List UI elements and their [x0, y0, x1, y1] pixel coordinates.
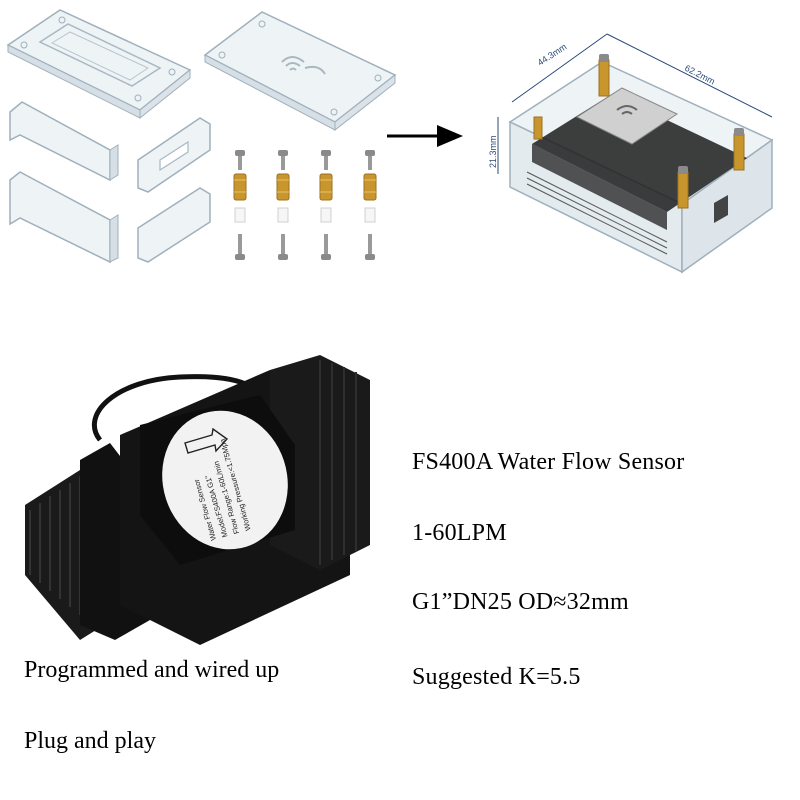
plug-and-play-note: Plug and play: [24, 728, 156, 754]
k-factor-spec: Suggested K=5.5: [412, 664, 581, 690]
product-title: FS400A Water Flow Sensor: [412, 449, 685, 475]
flow-range-spec: 1-60LPM: [412, 520, 507, 546]
acrylic-case-kit-illustration: [6, 9, 397, 264]
thread-size-spec: G1”DN25 OD≈32mm: [412, 589, 629, 615]
acrylic-plate-logo: [203, 11, 397, 132]
height-dimension-label: 21.3mm: [488, 135, 498, 168]
screw-standoff-set: [233, 150, 377, 260]
sensor-label-disc: Water Flow Sensor Model:FS400A G1" Flow …: [162, 410, 288, 550]
arrow-right-icon: [387, 125, 463, 147]
width-dimension-label: 44.3mm: [536, 42, 569, 68]
programmed-note: Programmed and wired up: [24, 657, 280, 683]
acrylic-end-panel: [137, 187, 211, 263]
assembled-case-illustration: 44.3mm 62.2mm 21.3mm: [488, 33, 774, 274]
acrylic-plate-slotted: [6, 9, 192, 120]
acrylic-side-panel-1: [9, 101, 119, 182]
acrylic-side-panel-2: [9, 171, 119, 264]
acrylic-end-panel-usb: [137, 117, 211, 193]
water-flow-sensor-image: Water Flow Sensor Model:FS400A G1" Flow …: [25, 355, 370, 645]
